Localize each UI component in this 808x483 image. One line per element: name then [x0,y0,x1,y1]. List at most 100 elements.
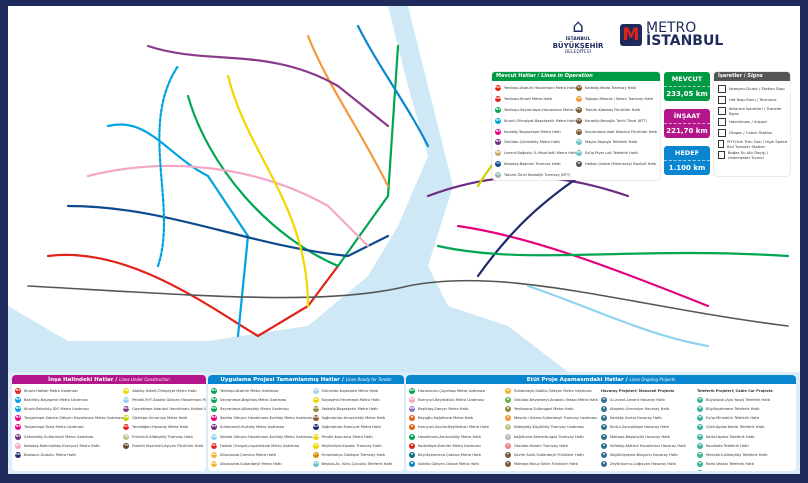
line-badge: M [505,387,511,394]
line-name: Kayaşehir-Fenertepe Metro Hattı [321,397,380,402]
line-name: Çekmeköy-Sultanbeyli Metro Uzatması [24,434,94,439]
stat-label: HEDEF [664,146,710,161]
line-badge: M1 [211,387,217,394]
stat-value: 221,70 km [666,127,708,135]
line-badge: T [505,442,511,449]
line-name: Sefaköy-Atatürk Havalimanı Havaray Hattı [610,443,687,448]
line-badge: H [601,461,607,468]
line-badge: M [409,451,415,458]
line-name: Esenyurt-Avcılar-Beylikdüzü Metro Hattı [418,425,490,430]
line-name: Kartal-Aydos Teleferik Hattı [706,434,755,439]
sign-item: Havalimanı / Airport [714,116,790,127]
monorail-heading: Havaray Projeleri / Monorail Projects [601,386,697,395]
stat-label: MEVCUT [664,72,710,87]
europe-land [8,6,428,341]
line-badge: TF1 [576,139,582,146]
line-badge: T [505,433,511,440]
line-name: Halkalı-Gebze (Marmaray) Banliyö Hattı [585,161,657,166]
line-name: Bakırköy-Kayaşehir Metro Uzatması [24,397,88,402]
line-name: Kabataş-Bağcılar Tramvay Hattı [504,161,561,166]
line-badge: F1 [576,106,582,113]
line-badge: M4 [495,128,501,135]
line-badge: T [505,424,511,431]
line-name: 4.Levent-Levent Havaray Hattı [610,397,666,402]
line-badge: M2 [211,396,217,403]
sign-label: Otogar / Coach Station [729,130,773,135]
line-badge: TF3 [312,461,319,468]
line-name: Beykoz-Ac. Koru-Çubuklu Teleferik Hattı [321,462,393,467]
line-name: Sirinevler-Kuştepesi Metro Hattı [321,388,379,393]
line-badge: M [409,424,415,431]
line-name: Pendik-Kaynarca Metro Hattı [321,434,373,439]
line-name: Sefaköy-Başakşehir Metro Hattı [321,406,378,411]
line-badge: M11 [123,405,130,412]
line-name: Maltepe-Yavuz Selim Füniküler Hattı [514,462,578,467]
line-badge: H [601,405,607,412]
line-name: Eyüp-Miniatürk Teleferik Hattı [706,416,760,421]
line-badge: M1B [495,96,502,103]
line-badge: M2 [495,106,501,113]
line-name: Göztepe-Ümraniye Metro Hattı [132,416,188,421]
transfer-icon [718,106,726,115]
line-badge: TF [697,396,703,403]
cablecar-column: Teleferik Projeleri / Cable Car Projects… [697,386,793,471]
list-item: TFYavuz Selim-Kasımpaşa Teleferik Hattı [697,469,793,471]
line-name: Yenidoğan-Havaray Metro Hattı [132,425,189,430]
line-name: Kurtul-Sancaktepe Havaray Hattı [610,425,670,430]
line-badge: M [409,415,415,422]
line-badge: M7 [15,442,21,449]
cablecar-title: Teleferik Projeleri [697,388,733,393]
line-badge: TF [697,405,703,412]
terminus-icon [718,95,726,104]
line-badge: TF [697,451,703,458]
bus-icon [718,128,726,137]
ibb-emblem-icon: ⌂ [572,16,584,37]
line-name: Sögütlüçeşme-Bulgurlu Havaray Hattı [610,452,678,457]
line-badge: M4 [15,424,21,431]
line-badge: M4 [15,415,21,422]
line-name: Tavşantepe-Tuzla Metro Uzatması [24,425,84,430]
line-name: Altunizade-Çamlıca Metro Hattı [220,452,277,457]
line-name: Alibeyköy-Küçükköy Tramvay Uzatması [514,425,584,430]
line-badge: M9 [123,387,130,394]
metro-map[interactable]: ⌂ İSTANBUL BÜYÜKŞEHİR BELEDİYESİ M METRO… [8,6,800,372]
line-name: Maltepe-Başıbüyük Havaray Hattı [610,434,671,439]
line-name: Levent-Boğaziçi Ü./Hisarüstü Metro Hattı [504,151,576,156]
line-badge: M8 [123,415,130,422]
line-name: Seyrantepe-Beşiktaş Metro Uzatması [220,397,287,402]
